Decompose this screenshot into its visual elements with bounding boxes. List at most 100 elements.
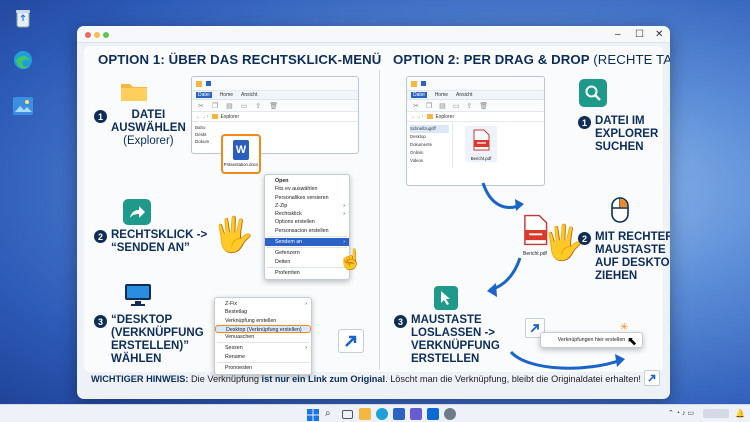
- ribbon-tab[interactable]: Datei: [411, 92, 427, 98]
- shortcut-arrow-icon: [644, 370, 660, 386]
- sidebar-item[interactable]: Dokum: [195, 139, 210, 144]
- sidebar-item[interactable]: Deskt: [195, 132, 207, 137]
- settings-icon[interactable]: [444, 408, 456, 420]
- option1-title: OPTION 1: ÜBER DAS RECHTSKLICK-MENÜ: [98, 52, 382, 67]
- close-dot-icon[interactable]: [85, 32, 91, 38]
- send-to-menu: Z-Fix› Bestetlag Verknüpfung erstellen D…: [214, 297, 312, 376]
- menu-item[interactable]: Pronoesten: [225, 365, 253, 372]
- minimize-dot-icon[interactable]: [94, 32, 100, 38]
- menu-item[interactable]: Z-Zip›: [275, 202, 345, 209]
- explorer-titlebar: [407, 77, 544, 91]
- ribbon-tab[interactable]: Home: [434, 92, 449, 98]
- edge-icon[interactable]: [9, 46, 37, 74]
- ribbon-tab[interactable]: Ansicht: [241, 92, 258, 98]
- folder-icon: [120, 80, 154, 104]
- menu-item[interactable]: Options erstellen: [275, 219, 315, 226]
- drop-context-menu: Verknüpfungen hier erstellen: [540, 332, 643, 348]
- store-icon[interactable]: [393, 408, 405, 420]
- menu-item[interactable]: Proferriten: [275, 269, 300, 276]
- selected-file[interactable]: W Präsentation.docx: [221, 134, 261, 174]
- file-name: Bericht.pdf: [523, 251, 547, 257]
- nav-arrows-icon[interactable]: ←→↑: [196, 113, 209, 120]
- share-icon[interactable]: ⇪: [255, 102, 262, 110]
- teams-icon[interactable]: [410, 408, 422, 420]
- sidebar-item[interactable]: Dokumente: [410, 142, 432, 147]
- sidebar-item[interactable]: Onlinin: [410, 150, 424, 155]
- menu-item[interactable]: Gefenzern: [275, 250, 300, 257]
- ribbon-tab[interactable]: Datei: [196, 92, 212, 98]
- menu-item[interactable]: Deiten: [275, 258, 291, 265]
- share-arrow-icon: [123, 199, 151, 225]
- chevron-right-icon: ›: [343, 239, 345, 246]
- explorer-screenshot: Datei Home Ansicht ✂ ❐ ▤ ▭ ⇪ 🗑 ←→↑ Explorer B…: [191, 76, 359, 154]
- menu-item[interactable]: Personalikes versieren: [275, 194, 329, 201]
- copy-icon[interactable]: ❐: [211, 102, 219, 110]
- cursor-icon: [434, 286, 458, 310]
- rename-icon[interactable]: ▭: [452, 102, 460, 110]
- start-icon[interactable]: [307, 408, 319, 421]
- file-name: Präsentation.docx: [223, 162, 259, 167]
- menu-item[interactable]: Z-Fix›: [225, 301, 307, 307]
- menu-item-send-to[interactable]: Sendem an›: [265, 238, 349, 247]
- explorer-titlebar: [192, 77, 358, 91]
- rename-icon[interactable]: ▭: [240, 102, 248, 110]
- option2-title: OPTION 2: PER DRAG & DROP (RECHTE TASTE): [393, 52, 670, 67]
- copy-icon[interactable]: ❐: [425, 102, 433, 110]
- step-number: 2: [578, 232, 591, 245]
- paste-icon[interactable]: ▤: [226, 102, 233, 110]
- mail-icon[interactable]: [427, 408, 439, 420]
- delete-icon[interactable]: 🗑: [479, 102, 489, 110]
- title-bar: – ☐ ✕: [77, 26, 670, 43]
- delete-icon[interactable]: 🗑: [269, 102, 279, 110]
- sidebar-item[interactable]: Schnellzugriff: [410, 125, 449, 133]
- menu-item[interactable]: Sessen›: [225, 345, 307, 352]
- menu-item[interactable]: Fits ev auswählen: [275, 186, 318, 193]
- curved-arrow-icon: [509, 350, 625, 370]
- clock-date[interactable]: [703, 409, 729, 418]
- edge-icon[interactable]: [376, 408, 388, 420]
- menu-item[interactable]: Rechtsklick›: [275, 211, 345, 218]
- hand-pointer-icon: 🖐️: [212, 216, 255, 254]
- paste-icon[interactable]: ▤: [439, 102, 446, 110]
- sidebar-item[interactable]: Videos: [410, 158, 424, 163]
- minimize-button[interactable]: –: [615, 29, 621, 40]
- cut-icon[interactable]: ✂: [413, 102, 419, 110]
- menu-item[interactable]: Personsacion erstellen: [275, 227, 329, 234]
- curved-arrow-icon: [481, 182, 524, 211]
- cut-icon[interactable]: ✂: [198, 102, 204, 110]
- maximize-button[interactable]: ☐: [635, 29, 644, 40]
- menu-item-create-shortcut[interactable]: Verknüpfungen hier erstellen: [557, 337, 626, 343]
- close-button[interactable]: ✕: [655, 29, 664, 40]
- menu-item[interactable]: Bestetlag: [225, 309, 248, 316]
- photos-icon[interactable]: [9, 92, 37, 120]
- sidebar-item[interactable]: Desktop: [410, 134, 426, 139]
- click-spark-icon: ✳: [620, 322, 629, 333]
- explorer-toolbar: ✂ ❐ ▤ ▭ ⇪ 🗑: [192, 100, 358, 112]
- task-view-icon[interactable]: [342, 410, 353, 419]
- menu-item[interactable]: Open: [275, 178, 289, 184]
- search-icon: [579, 79, 607, 107]
- search-icon[interactable]: ⌕: [325, 408, 331, 419]
- recycle-bin-icon[interactable]: [9, 4, 37, 32]
- menu-item[interactable]: Rename: [225, 353, 246, 360]
- share-icon[interactable]: ⇪: [466, 102, 473, 110]
- explorer-icon[interactable]: [359, 408, 371, 420]
- nav-arrows-icon[interactable]: ←→↑: [411, 113, 424, 120]
- address-bar[interactable]: Explorer: [220, 113, 240, 120]
- step3-text: “DESKTOP (VERKNÜPFUNG ERSTELLEN)” WÄHLEN: [111, 314, 204, 365]
- menu-item[interactable]: Verknüpfung erstellen: [225, 317, 277, 324]
- maximize-dot-icon[interactable]: [103, 32, 109, 38]
- menu-item[interactable]: Venuaschen: [225, 334, 255, 341]
- address-bar[interactable]: Explorer: [435, 113, 455, 120]
- chevron-right-icon: ›: [305, 301, 307, 307]
- pdf-file[interactable]: Bericht.pdf: [465, 126, 497, 162]
- ribbon-tab[interactable]: Ansicht: [456, 92, 473, 98]
- ribbon-tab[interactable]: Home: [219, 92, 234, 98]
- step-number: 2: [94, 230, 107, 243]
- notification-bell-icon[interactable]: 🔔: [735, 409, 745, 418]
- step-number: 3: [394, 315, 407, 328]
- mouse-icon: [610, 196, 630, 229]
- sidebar-item[interactable]: Baho: [195, 125, 206, 130]
- tray-icons[interactable]: ⌃ ◔ ♪ ▭: [668, 410, 695, 417]
- menu-item-desktop-shortcut[interactable]: Desktop (Verknüpfung erstellen): [215, 324, 311, 334]
